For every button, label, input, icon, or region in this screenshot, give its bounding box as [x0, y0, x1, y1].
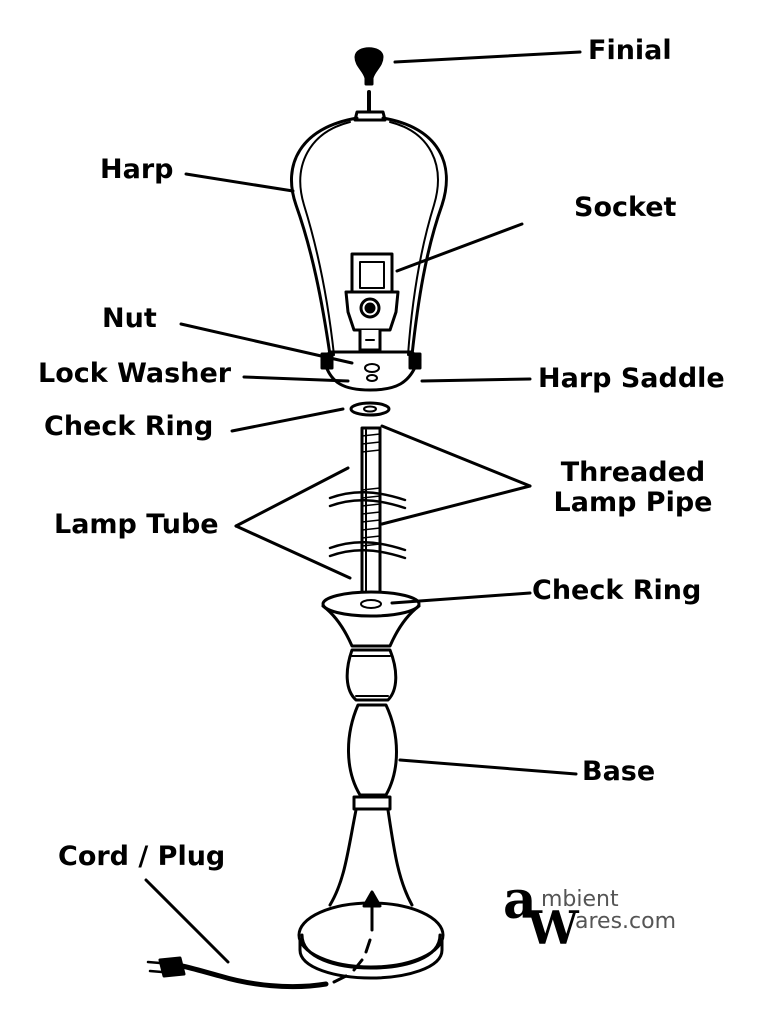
leader-nut — [179, 322, 354, 365]
label-lock-washer: Lock Washer — [38, 358, 232, 389]
label-harp: Harp — [100, 154, 174, 185]
check-ring-top-part — [349, 401, 391, 417]
leader-threaded-a — [380, 424, 532, 488]
leader-lock-washer — [242, 375, 350, 383]
leader-lines — [144, 50, 582, 964]
leader-lamp-tube-a — [234, 466, 350, 528]
label-threaded-line1: Threaded — [560, 457, 706, 488]
logo-suffix-w: ares.com — [575, 909, 676, 934]
lamp-pipe-part — [328, 426, 407, 606]
harp-saddle-part — [320, 350, 422, 392]
label-base: Base — [582, 756, 656, 787]
socket-part — [344, 252, 400, 352]
leader-harp-saddle — [420, 377, 532, 383]
leader-check-ring-bottom — [390, 591, 532, 605]
ambient-wares-logo: a mbient W ares.com — [503, 878, 676, 948]
logo-suffix-a: mbient — [541, 887, 619, 912]
label-socket: Socket — [574, 192, 677, 223]
base-part — [297, 590, 445, 984]
label-lamp-tube: Lamp Tube — [54, 509, 219, 540]
leader-lamp-tube-b — [234, 524, 352, 580]
harp-part — [290, 90, 448, 357]
leader-harp — [184, 172, 295, 193]
leader-threaded-b — [380, 484, 532, 526]
leader-cord-plug — [144, 878, 230, 964]
leader-finial — [393, 50, 582, 64]
label-threaded-lamp-pipe: Threaded Lamp Pipe — [548, 458, 718, 517]
label-harp-saddle: Harp Saddle — [538, 363, 725, 394]
leader-base — [398, 758, 578, 776]
label-nut: Nut — [102, 303, 157, 334]
label-check-ring-top: Check Ring — [44, 411, 214, 442]
leader-check-ring-top — [230, 407, 345, 433]
label-threaded-line2: Lamp Pipe — [553, 486, 713, 518]
finial-part — [354, 47, 384, 86]
cord-plug-part — [146, 956, 329, 990]
label-cord-plug: Cord / Plug — [58, 841, 226, 872]
logo-letter-a: a — [503, 878, 537, 931]
label-check-ring-bottom: Check Ring — [532, 575, 702, 606]
label-finial: Finial — [588, 35, 672, 66]
logo-letter-w: W — [526, 901, 580, 948]
leader-socket — [395, 222, 524, 273]
